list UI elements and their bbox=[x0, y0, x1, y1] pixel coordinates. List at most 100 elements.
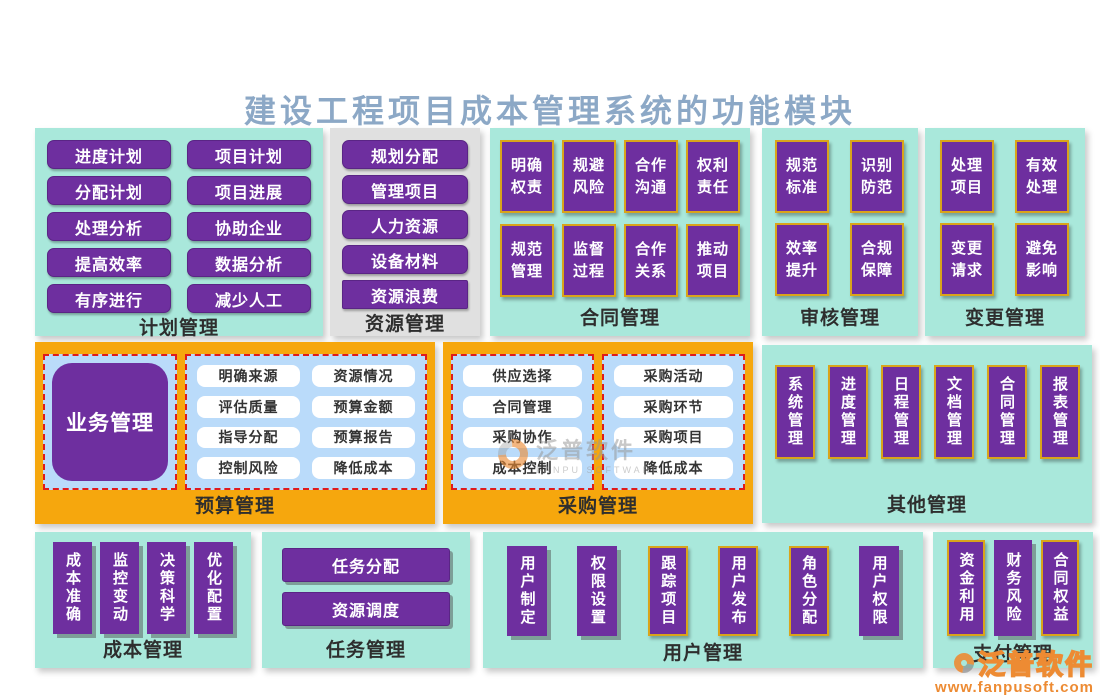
module-item: 规范管理 bbox=[500, 224, 554, 297]
task-items-column: 任务分配 资源调度 bbox=[262, 532, 470, 626]
panel-resource-management: 规划分配 管理项目 人力资源 设备材料 资源浪费 资源管理 bbox=[330, 128, 480, 336]
module-item: 数据分析 bbox=[187, 248, 311, 277]
module-item: 处理分析 bbox=[47, 212, 171, 241]
module-item: 成本控制 bbox=[463, 457, 582, 479]
module-item: 处理项目 bbox=[940, 140, 994, 213]
panel-plan-management: 进度计划 项目计划 分配计划 项目进展 处理分析 协助企业 提高效率 数据分析 … bbox=[35, 128, 323, 339]
module-item: 任务分配 bbox=[282, 548, 450, 582]
module-item: 规避风险 bbox=[562, 140, 616, 213]
module-item: 文档管理 bbox=[933, 365, 974, 459]
panel-label: 合同管理 bbox=[579, 308, 660, 329]
module-item: 预算金额 bbox=[312, 395, 415, 418]
module-item: 设备材料 bbox=[342, 245, 468, 274]
module-item: 采购活动 bbox=[614, 365, 733, 387]
panel-label: 变更管理 bbox=[964, 308, 1045, 329]
panel-procurement-management: 供应选择 合同管理 采购协作 成本控制 采购活动 采购环节 采购项目 降低成本 … bbox=[443, 342, 753, 524]
procurement-items-box-right: 采购活动 采购环节 采购项目 降低成本 bbox=[602, 354, 745, 490]
module-item: 明确来源 bbox=[197, 365, 300, 387]
procurement-items-box-left: 供应选择 合同管理 采购协作 成本控制 bbox=[451, 354, 594, 490]
panel-label: 任务管理 bbox=[325, 640, 406, 661]
panel-label: 资源管理 bbox=[364, 314, 445, 335]
module-item: 角色分配 bbox=[788, 546, 829, 636]
panel-contract-management: 明确权责 规避风险 合作沟通 权利责任 规范管理 监督过程 合作关系 推动项目 … bbox=[490, 128, 750, 336]
panel-label: 计划管理 bbox=[138, 318, 219, 339]
module-item: 分配计划 bbox=[47, 176, 171, 205]
user-items-row: 用户制定 权限设置 跟踪项目 用户发布 角色分配 用户权限 bbox=[483, 532, 923, 636]
panel-label: 审核管理 bbox=[799, 308, 880, 329]
module-item: 评估质量 bbox=[197, 395, 300, 418]
module-item: 财务风险 bbox=[994, 540, 1032, 636]
module-item: 合同权益 bbox=[1041, 540, 1079, 636]
module-item: 合规保障 bbox=[850, 223, 904, 296]
watermark-url: www.fanpusoft.com bbox=[935, 679, 1094, 696]
module-item: 监控变动 bbox=[100, 542, 139, 634]
module-item: 协助企业 bbox=[187, 212, 311, 241]
module-item: 用户制定 bbox=[507, 546, 547, 636]
module-item: 提高效率 bbox=[47, 248, 171, 277]
module-item: 有效处理 bbox=[1015, 140, 1069, 213]
module-item: 识别防范 bbox=[850, 140, 904, 213]
module-item: 权限设置 bbox=[577, 546, 618, 636]
module-item: 效率提升 bbox=[775, 223, 829, 296]
module-item: 管理项目 bbox=[342, 175, 468, 204]
panel-label: 支付管理 bbox=[972, 644, 1053, 665]
module-item: 推动项目 bbox=[686, 224, 740, 297]
module-item: 项目计划 bbox=[187, 140, 311, 169]
module-item: 采购协作 bbox=[463, 426, 582, 449]
budget-inner-row: 业务管理 明确来源 资源情况 评估质量 预算金额 指导分配 预算报告 控制风险 … bbox=[35, 342, 435, 490]
module-item: 预算报告 bbox=[312, 426, 415, 449]
budget-hub-box: 业务管理 bbox=[43, 354, 177, 490]
payment-items-row: 资金利用 财务风险 合同权益 bbox=[933, 532, 1093, 636]
module-item: 明确权责 bbox=[500, 140, 554, 213]
module-item: 系统管理 bbox=[774, 365, 815, 459]
panel-payment-management: 资金利用 财务风险 合同权益 支付管理 bbox=[933, 532, 1093, 668]
panel-budget-management: 业务管理 明确来源 资源情况 评估质量 预算金额 指导分配 预算报告 控制风险 … bbox=[35, 342, 435, 524]
module-item: 用户权限 bbox=[858, 546, 899, 636]
budget-items-box: 明确来源 资源情况 评估质量 预算金额 指导分配 预算报告 控制风险 降低成本 bbox=[185, 354, 427, 490]
panel-label: 其他管理 bbox=[886, 495, 967, 516]
module-item: 资金利用 bbox=[947, 540, 985, 636]
module-item: 报表管理 bbox=[1039, 365, 1080, 459]
module-item: 指导分配 bbox=[197, 426, 300, 449]
module-item: 用户发布 bbox=[718, 546, 759, 636]
panel-label: 成本管理 bbox=[102, 640, 183, 661]
module-item: 控制风险 bbox=[197, 457, 300, 479]
module-item: 供应选择 bbox=[463, 365, 582, 387]
procurement-inner-row: 供应选择 合同管理 采购协作 成本控制 采购活动 采购环节 采购项目 降低成本 bbox=[443, 342, 753, 490]
module-item: 合作关系 bbox=[624, 224, 678, 297]
resource-items-column: 规划分配 管理项目 人力资源 设备材料 资源浪费 bbox=[330, 128, 480, 309]
panel-task-management: 任务分配 资源调度 任务管理 bbox=[262, 532, 470, 668]
change-items-grid: 处理项目 有效处理 变更请求 避免影响 bbox=[925, 128, 1085, 296]
page-title: 建设工程项目成本管理系统的功能模块 bbox=[243, 93, 856, 129]
module-item: 有序进行 bbox=[47, 284, 171, 313]
module-item: 人力资源 bbox=[342, 210, 468, 239]
panel-label: 预算管理 bbox=[194, 496, 275, 517]
module-item: 避免影响 bbox=[1015, 223, 1069, 296]
module-item: 监督过程 bbox=[562, 224, 616, 297]
other-items-row: 系统管理 进度管理 日程管理 文档管理 合同管理 报表管理 bbox=[762, 345, 1092, 459]
business-management-hub: 业务管理 bbox=[52, 363, 168, 481]
plan-items-grid: 进度计划 项目计划 分配计划 项目进展 处理分析 协助企业 提高效率 数据分析 … bbox=[35, 128, 323, 313]
module-item: 资源浪费 bbox=[342, 280, 468, 309]
module-item: 采购环节 bbox=[614, 395, 733, 418]
module-item: 减少人工 bbox=[187, 284, 311, 313]
panel-user-management: 用户制定 权限设置 跟踪项目 用户发布 角色分配 用户权限 用户管理 bbox=[483, 532, 923, 668]
module-item: 决策科学 bbox=[147, 542, 186, 634]
module-item: 资源情况 bbox=[312, 365, 415, 387]
panel-audit-management: 规范标准 识别防范 效率提升 合规保障 审核管理 bbox=[762, 128, 918, 336]
panel-cost-management: 成本准确 监控变动 决策科学 优化配置 成本管理 bbox=[35, 532, 251, 668]
module-item: 降低成本 bbox=[614, 457, 733, 479]
module-item: 日程管理 bbox=[880, 365, 921, 459]
module-item: 降低成本 bbox=[312, 457, 415, 479]
panel-change-management: 处理项目 有效处理 变更请求 避免影响 变更管理 bbox=[925, 128, 1085, 336]
panel-label: 用户管理 bbox=[662, 643, 743, 664]
contract-items-grid: 明确权责 规避风险 合作沟通 权利责任 规范管理 监督过程 合作关系 推动项目 bbox=[490, 128, 750, 297]
module-item: 规范标准 bbox=[775, 140, 829, 213]
module-item: 合同管理 bbox=[986, 365, 1027, 459]
module-item: 资源调度 bbox=[282, 592, 450, 626]
panel-other-management: 系统管理 进度管理 日程管理 文档管理 合同管理 报表管理 其他管理 bbox=[762, 345, 1092, 523]
module-item: 跟踪项目 bbox=[647, 546, 688, 636]
module-item: 进度计划 bbox=[47, 140, 171, 169]
module-item: 权利责任 bbox=[686, 140, 740, 213]
